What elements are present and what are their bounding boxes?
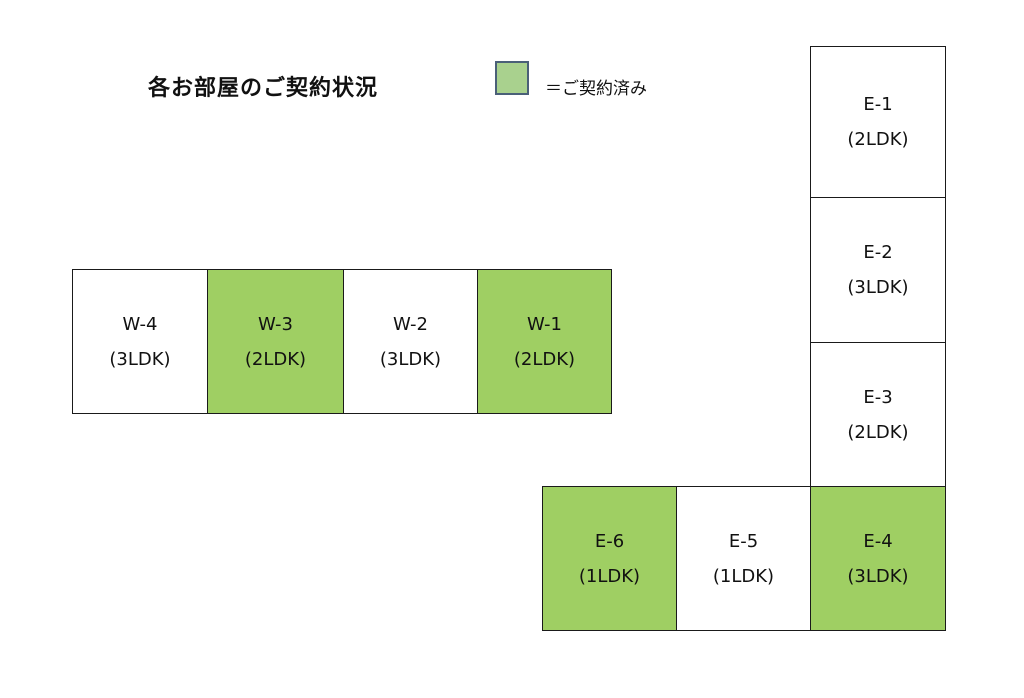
room-id: E-3 bbox=[863, 386, 893, 408]
legend-swatch bbox=[495, 61, 529, 95]
room-id: E-5 bbox=[728, 530, 759, 552]
room-id: E-1 bbox=[863, 94, 893, 115]
room-id: E-6 bbox=[594, 530, 625, 552]
room-w-3: W-3 (2LDK) bbox=[207, 269, 344, 414]
room-e-1: E-1 (2LDK) bbox=[810, 46, 946, 198]
room-e-2: E-2 (3LDK) bbox=[810, 197, 946, 343]
room-e-4: E-4 (3LDK) bbox=[810, 486, 946, 631]
room-layout: (1LDK) bbox=[578, 565, 641, 587]
room-id: E-2 bbox=[863, 242, 893, 263]
room-id: W-4 bbox=[122, 313, 158, 335]
room-id: W-2 bbox=[392, 313, 428, 335]
room-layout: (2LDK) bbox=[847, 421, 909, 443]
legend-label: ＝ご契約済み bbox=[545, 79, 647, 99]
room-layout: (2LDK) bbox=[244, 348, 307, 370]
room-w-2: W-2 (3LDK) bbox=[343, 269, 478, 414]
room-layout: (3LDK) bbox=[379, 348, 442, 370]
room-w-1: W-1 (2LDK) bbox=[477, 269, 612, 414]
room-layout: (1LDK) bbox=[712, 565, 775, 587]
room-e-3: E-3 (2LDK) bbox=[810, 342, 946, 487]
room-layout: (3LDK) bbox=[847, 565, 909, 587]
page-title: 各お部屋のご契約状況 bbox=[148, 76, 379, 101]
room-layout: (3LDK) bbox=[847, 277, 909, 298]
room-id: W-1 bbox=[526, 313, 562, 335]
room-layout: (2LDK) bbox=[847, 129, 909, 150]
room-id: E-4 bbox=[863, 530, 893, 552]
room-id: W-3 bbox=[257, 313, 293, 335]
room-w-4: W-4 (3LDK) bbox=[72, 269, 208, 414]
room-e-5: E-5 (1LDK) bbox=[676, 486, 811, 631]
room-layout: (3LDK) bbox=[109, 348, 171, 370]
room-e-6: E-6 (1LDK) bbox=[542, 486, 677, 631]
room-layout: (2LDK) bbox=[513, 348, 576, 370]
